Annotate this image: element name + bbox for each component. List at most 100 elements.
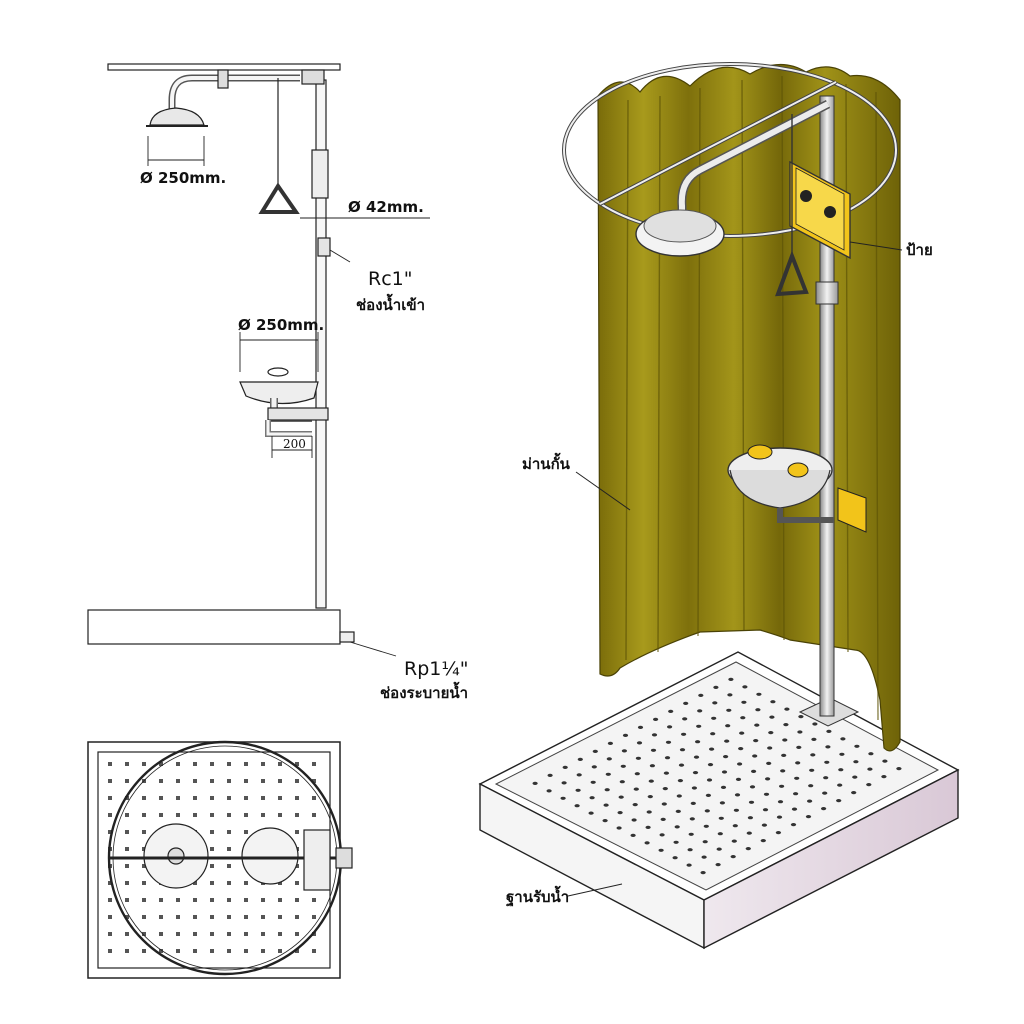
drain-hole — [649, 764, 656, 768]
drain-hole — [716, 847, 722, 851]
drain-hole — [108, 898, 112, 902]
drain-hole — [244, 762, 248, 766]
drain-hole — [661, 802, 667, 806]
drain-hole — [734, 793, 741, 797]
drain-hole — [784, 707, 790, 711]
drain-hole — [712, 701, 718, 705]
drain-hole — [807, 799, 813, 803]
drain-hole — [688, 832, 694, 836]
drain-hole — [159, 898, 163, 902]
drain-hole — [704, 809, 710, 813]
drain-hole — [244, 932, 248, 936]
drain-hole — [605, 772, 611, 776]
drain-hole — [193, 949, 197, 953]
drain-hole — [740, 716, 746, 720]
drain-hole — [751, 769, 757, 774]
drain-hole — [592, 749, 598, 754]
drain-hole — [798, 715, 804, 719]
drain-hole — [210, 847, 214, 851]
drain-hole — [779, 784, 785, 788]
drain-hole — [749, 785, 756, 789]
drain-hole — [854, 744, 860, 748]
drain-hole — [603, 803, 609, 807]
drain-hole — [663, 771, 670, 775]
drain-hole — [261, 949, 265, 953]
drain-hole — [665, 740, 672, 744]
drain-label: ช่องระบายน้ำ — [380, 684, 469, 702]
drain-hole — [687, 848, 693, 852]
drain-hole — [159, 813, 163, 817]
drain-hole — [125, 915, 129, 919]
drain-hole — [753, 739, 759, 743]
drain-hole — [193, 881, 197, 885]
drain-hole — [776, 815, 783, 819]
drain-hole — [604, 788, 610, 792]
drain-hole — [620, 764, 626, 768]
drain-hole — [125, 830, 129, 834]
drain-hole — [718, 816, 724, 820]
drain-hole — [176, 813, 180, 817]
drain-hole — [227, 949, 231, 953]
drain-hole — [868, 752, 874, 756]
drain-hole — [193, 932, 197, 936]
drain-hole — [782, 738, 788, 742]
drain-hole — [125, 779, 129, 783]
drain-hole — [176, 779, 180, 783]
drain-hole — [821, 807, 827, 811]
drain-hole — [824, 760, 830, 764]
drain-hole — [295, 915, 299, 919]
drain-hole — [618, 795, 624, 799]
drain-hole — [840, 737, 846, 741]
drain-hole — [108, 796, 112, 800]
drain-hole — [765, 777, 771, 781]
drain-hole — [227, 864, 231, 868]
drain-hole — [719, 801, 726, 805]
drain-hole — [770, 700, 776, 704]
drain-hole — [562, 765, 568, 770]
drain-hole — [108, 932, 112, 936]
drain-hole — [658, 848, 664, 852]
drain-hole — [839, 752, 845, 756]
drain-hole — [278, 898, 282, 902]
drain-hole — [159, 796, 163, 800]
drain-hole — [747, 816, 754, 820]
drain-hole — [721, 770, 728, 774]
drain-hole — [735, 777, 742, 782]
drain-hole — [635, 756, 642, 760]
eyewash-offset-label: 200 — [283, 437, 306, 451]
drain-hole — [142, 847, 146, 851]
drain-hole — [295, 932, 299, 936]
inlet-code-label: Rc1" — [368, 268, 413, 290]
drain-hole — [295, 864, 299, 868]
curtain-label: ม่านกั้น — [522, 455, 570, 473]
drain-hole — [697, 709, 703, 713]
drain-hole — [210, 898, 214, 902]
drain-hole — [619, 780, 625, 784]
drain-hole — [672, 856, 678, 860]
drain-hole — [674, 825, 680, 829]
drain-hole — [227, 796, 231, 800]
drain-hole — [648, 779, 654, 783]
drain-hole — [193, 813, 197, 817]
drain-hole — [588, 811, 594, 815]
drain-hole — [756, 692, 762, 696]
drain-hole — [312, 813, 316, 817]
drain-hole — [733, 808, 740, 812]
drain-hole — [312, 796, 316, 800]
drain-hole — [244, 915, 248, 919]
drain-hole — [142, 864, 146, 868]
drain-hole — [560, 796, 566, 800]
drain-hole — [673, 840, 679, 844]
drain-hole — [650, 748, 657, 752]
drain-hole — [660, 817, 666, 822]
drain-hole — [108, 949, 112, 953]
drain-hole — [683, 701, 689, 706]
drain-hole — [668, 709, 674, 714]
isometric-view — [478, 62, 960, 950]
drain-hole — [227, 932, 231, 936]
drain-hole — [715, 863, 721, 867]
drain-hole — [125, 949, 129, 953]
drain-hole — [575, 788, 581, 792]
drain-hole — [810, 753, 816, 757]
drain-hole — [737, 762, 743, 766]
